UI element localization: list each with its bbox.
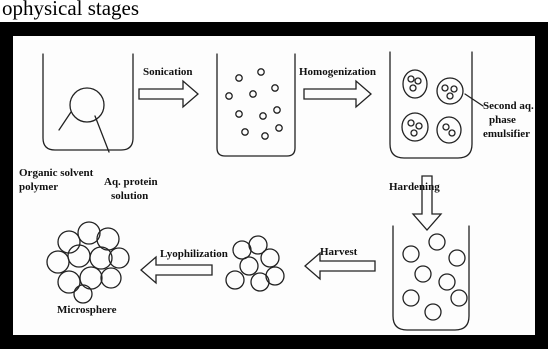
caption-text: ophysical stages: [2, 0, 139, 21]
microsphere-cluster: [47, 222, 129, 303]
leader-organic: [59, 112, 71, 130]
process-diagram: [13, 36, 535, 335]
beaker-2: [217, 54, 295, 156]
label-homogenization: Homogenization: [299, 66, 376, 78]
beaker-1: [43, 54, 133, 150]
hardened-microspheres: [403, 234, 467, 320]
label-harvest: Harvest: [320, 246, 357, 258]
leader-aq: [95, 116, 109, 152]
label-lyophilization: Lyophilization: [160, 248, 228, 260]
label-sonication: Sonication: [143, 66, 193, 78]
beaker-4: [393, 226, 469, 330]
label-aq-protein-1: Aq. protein: [104, 176, 158, 188]
figure-frame: Sonication Homogenization Second aq. pha…: [0, 22, 548, 349]
label-microsphere: Microsphere: [57, 304, 116, 316]
leader-second-aq: [465, 94, 483, 106]
label-hardening: Hardening: [389, 181, 440, 193]
double-emulsion-droplets: [402, 70, 463, 143]
label-second-aq-1: Second aq.: [483, 100, 534, 112]
arrow-sonication: [139, 81, 198, 107]
label-second-aq-2: phase: [489, 114, 516, 126]
arrow-homogenization: [304, 81, 371, 107]
label-organic-solvent-2: polymer: [19, 181, 58, 193]
harvested-cluster: [226, 236, 284, 291]
arrow-lyophilization: [141, 257, 212, 283]
small-droplets: [226, 69, 282, 139]
label-aq-protein-2: solution: [111, 190, 148, 202]
label-organic-solvent-1: Organic solvent: [19, 167, 93, 179]
beaker-3: [390, 52, 472, 158]
organic-droplet: [70, 88, 104, 122]
label-second-aq-3: emulsifier: [483, 128, 530, 140]
diagram-panel: Sonication Homogenization Second aq. pha…: [13, 36, 535, 335]
